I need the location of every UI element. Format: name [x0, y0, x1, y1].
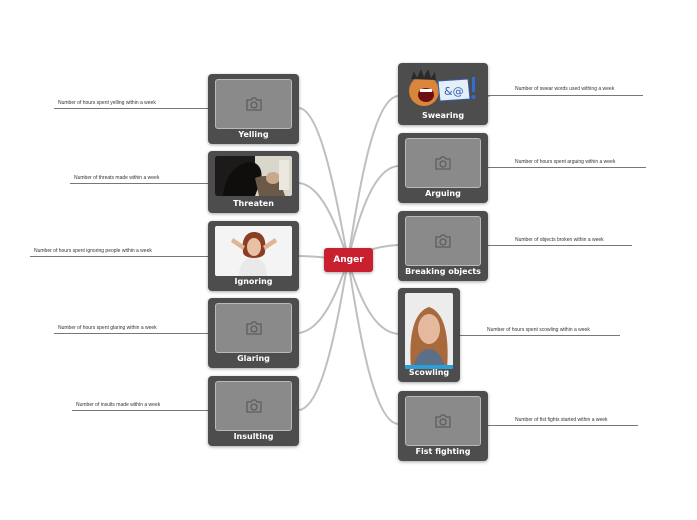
topic-label: Breaking objects: [405, 267, 481, 276]
note-swearing: Number of swear words used withing a wee…: [515, 86, 615, 92]
note-line-fist: [488, 425, 638, 426]
camera-icon: [245, 399, 262, 413]
topic-label: Fist fighting: [415, 447, 471, 456]
topic-insulting[interactable]: Insulting: [208, 376, 299, 446]
topic-scowling[interactable]: Scowling: [398, 288, 460, 382]
note-line-arguing: [488, 167, 646, 168]
topic-label: Yelling: [238, 130, 269, 139]
scowling-photo: [405, 293, 453, 369]
note-line-scowling: [460, 335, 620, 336]
note-line-yelling: [54, 108, 208, 109]
camera-icon: [245, 321, 262, 335]
topic-threaten[interactable]: Threaten: [208, 151, 299, 213]
topic-arguing[interactable]: Arguing: [398, 133, 488, 203]
note-glaring: Number of hours spent glaring within a w…: [58, 325, 157, 331]
topic-glaring[interactable]: Glaring: [208, 298, 299, 368]
image-placeholder: [215, 381, 292, 431]
topic-fist-fighting[interactable]: Fist fighting: [398, 391, 488, 461]
topic-label: Insulting: [233, 432, 274, 441]
camera-icon: [435, 414, 451, 428]
svg-text:&@: &@: [444, 85, 464, 98]
topic-label: Glaring: [237, 354, 270, 363]
topic-label: Scowling: [408, 368, 450, 377]
note-line-insulting: [72, 410, 208, 411]
image-placeholder: [215, 79, 292, 129]
note-fist: Number of fist fights started within a w…: [515, 417, 608, 423]
image-placeholder: [405, 216, 481, 266]
topic-label: Ignoring: [234, 277, 273, 286]
camera-icon: [435, 156, 451, 170]
topic-ignoring[interactable]: Ignoring: [208, 221, 299, 291]
topic-label: Arguing: [425, 189, 461, 198]
camera-icon: [435, 234, 451, 248]
threaten-photo: [215, 156, 292, 196]
ignoring-photo: [215, 226, 292, 276]
image-placeholder: [405, 396, 481, 446]
note-threaten: Number of threats made within a week: [74, 175, 160, 181]
camera-icon: [245, 97, 262, 111]
note-breaking: Number of objects broken within a week: [515, 237, 604, 243]
note-line-swearing: [488, 95, 643, 96]
central-topic[interactable]: Anger: [324, 248, 373, 272]
topic-yelling[interactable]: Yelling: [208, 74, 299, 144]
note-scowling: Number of hours spent scowling within a …: [487, 327, 590, 333]
note-arguing: Number of hours spent arguing within a w…: [515, 159, 616, 165]
image-placeholder: [405, 138, 481, 188]
note-line-ignoring: [30, 256, 208, 257]
note-line-threaten: [70, 183, 208, 184]
image-placeholder: [215, 303, 292, 353]
swearing-photo: &@: [406, 67, 480, 109]
topic-label: Threaten: [233, 199, 274, 208]
topic-swearing[interactable]: &@ Swearing: [398, 63, 488, 125]
note-insulting: Number of insults made within a week: [76, 402, 161, 408]
note-line-breaking: [488, 245, 632, 246]
topic-label: Swearing: [421, 111, 465, 120]
note-ignoring: Number of hours spent ignoring people wi…: [34, 248, 152, 254]
note-yelling: Number of hours spent yelling within a w…: [58, 100, 156, 106]
topic-breaking-objects[interactable]: Breaking objects: [398, 211, 488, 281]
note-line-glaring: [54, 333, 208, 334]
